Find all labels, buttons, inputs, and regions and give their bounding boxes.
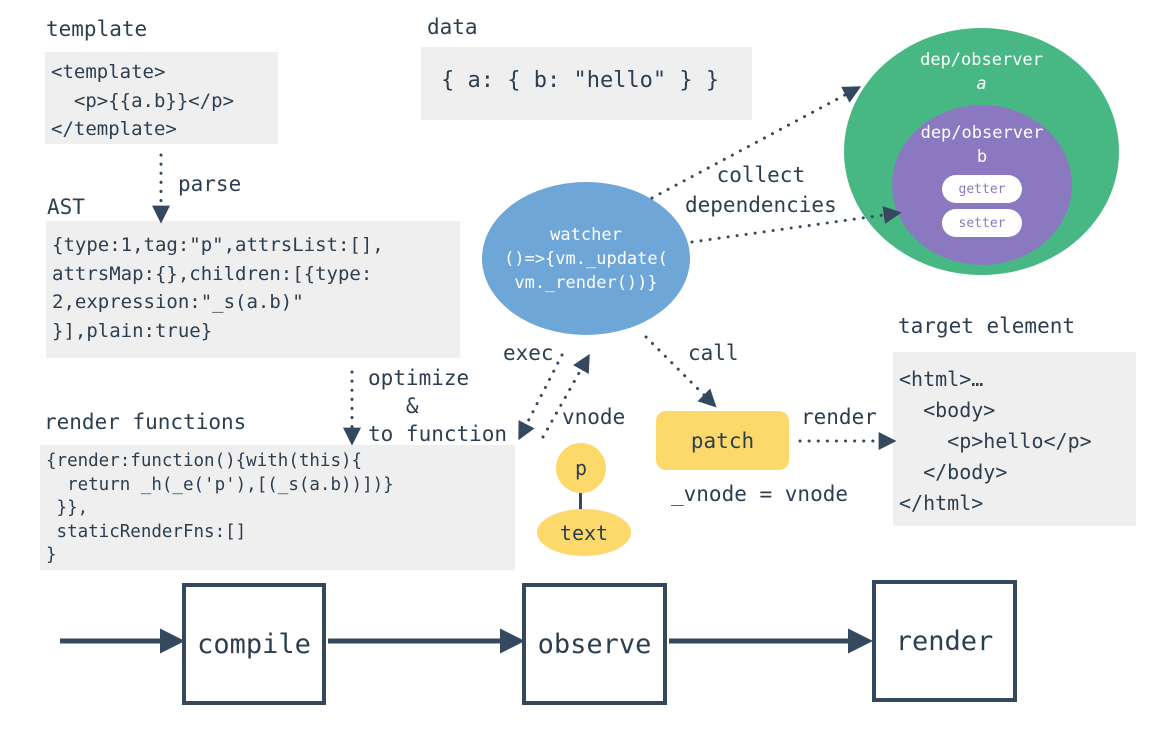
watcher-node: watcher ()=>{vm._update( vm._render())} — [482, 182, 690, 335]
render-functions-code: {render:function(){with(this){ return _h… — [40, 445, 515, 570]
collect-arrow-b — [690, 206, 902, 244]
compile-stage: compile — [182, 583, 326, 705]
call-arrow — [644, 335, 717, 408]
vnode-arrow — [541, 353, 590, 439]
patch-node: patch — [656, 411, 789, 470]
exec-label: exec — [503, 341, 554, 365]
render-label: render — [801, 405, 877, 429]
observer-a-title: dep/observer — [920, 50, 1043, 70]
vnode-label: vnode — [562, 405, 626, 429]
optimize-label: optimize & to function — [368, 366, 508, 446]
template-code: <template> <p>{{a.b}}</p> </template> — [45, 52, 278, 144]
target-code: <html>… <body> <p>hello</p> </body> </ht… — [893, 352, 1136, 526]
exec-arrow — [518, 353, 564, 441]
render-stage: render — [872, 580, 1017, 702]
data-title: data — [427, 15, 478, 39]
parse-label: parse — [178, 172, 242, 196]
template-title: template — [46, 17, 148, 41]
vnode-text-node: text — [537, 509, 631, 556]
collect-arrow-a — [650, 86, 862, 200]
ast-title: AST — [47, 195, 85, 219]
vnode-tree-edge — [579, 493, 582, 513]
setter-pill: setter — [942, 209, 1022, 237]
call-label: call — [688, 341, 739, 365]
collect-dependencies-label: collect dependencies — [685, 163, 837, 217]
watcher-title: watcher — [550, 224, 622, 245]
vnode-p-node: p — [556, 443, 606, 493]
render-functions-title: render functions — [44, 410, 247, 434]
observer-b-node: dep/observer b getter setter — [892, 105, 1072, 265]
getter-pill: getter — [942, 175, 1022, 203]
watcher-code: ()=>{vm._update( vm._render())} — [504, 248, 668, 293]
observer-b-key: b — [976, 147, 988, 167]
vnode-assign-label: _vnode = vnode — [671, 482, 849, 506]
observer-a-key: a — [976, 74, 987, 94]
observer-b-title: dep/observer — [920, 123, 1044, 143]
data-code: { a: { b: "hello" } } — [421, 47, 752, 120]
target-title: target element — [898, 314, 1076, 338]
ast-code: {type:1,tag:"p",attrsList:[], attrsMap:{… — [46, 221, 460, 358]
